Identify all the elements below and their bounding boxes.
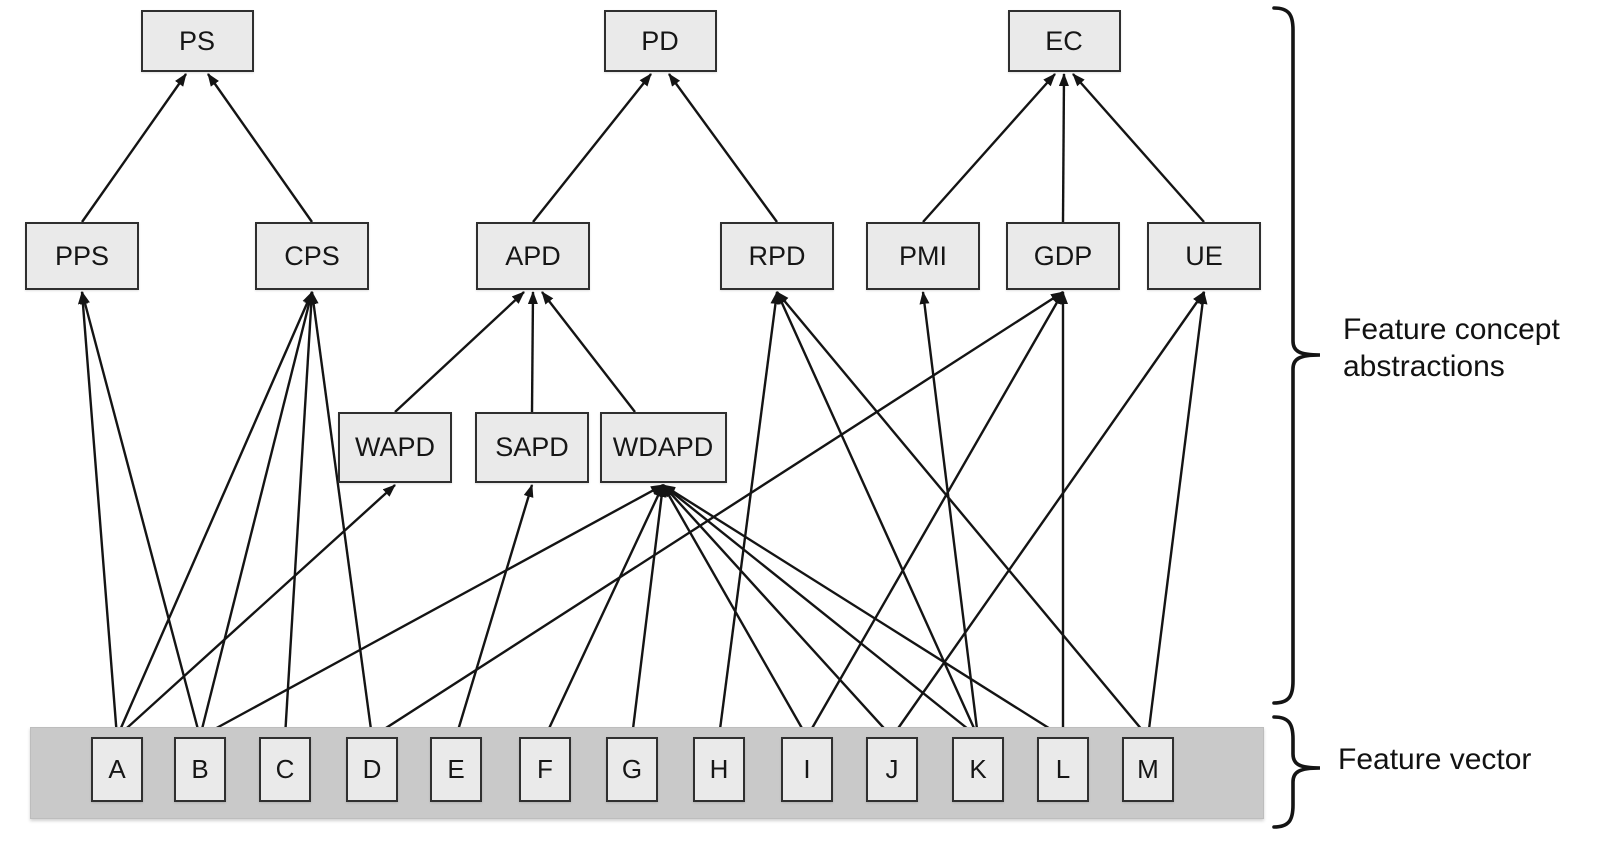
edge-B-WDAPD xyxy=(199,483,664,739)
edge-PPS-PS xyxy=(81,73,187,223)
edge-G-WDAPD xyxy=(630,484,667,738)
edge-B-PPS xyxy=(80,291,202,738)
node-EC: EC xyxy=(1007,10,1121,72)
edge-H-RPD xyxy=(717,291,781,738)
edge-B-CPS xyxy=(198,291,314,738)
brace-group xyxy=(1272,6,1321,829)
edge-C-CPS xyxy=(283,291,317,738)
node-WAPD: WAPD xyxy=(338,412,452,483)
edge-K-RPD xyxy=(775,291,980,738)
edge-GDP-EC xyxy=(1058,73,1069,223)
edge-E-SAPD xyxy=(454,484,534,738)
edge-D-GDP xyxy=(371,290,1064,739)
edge-RPD-PD xyxy=(668,73,778,223)
node-GDP: GDP xyxy=(1006,222,1120,290)
edge-A-CPS xyxy=(115,291,314,738)
edge-group xyxy=(77,73,1208,739)
edge-K-PMI xyxy=(919,291,980,738)
edge-J-WDAPD xyxy=(662,484,893,738)
node-J: J xyxy=(866,737,918,802)
node-SAPD: SAPD xyxy=(475,412,589,483)
node-C: C xyxy=(259,737,311,802)
node-PMI: PMI xyxy=(866,222,980,290)
edge-M-RPD xyxy=(776,291,1149,738)
edge-I-WDAPD xyxy=(661,484,809,738)
node-UE: UE xyxy=(1147,222,1261,290)
node-K: K xyxy=(952,737,1004,802)
node-E: E xyxy=(430,737,482,802)
node-PD: PD xyxy=(603,10,717,72)
edge-K-WDAPD xyxy=(662,484,979,738)
node-WDAPD: WDAPD xyxy=(599,412,727,483)
node-H: H xyxy=(693,737,745,802)
node-A: A xyxy=(91,737,143,802)
edge-WAPD-APD xyxy=(394,291,525,413)
edge-UE-EC xyxy=(1072,73,1205,223)
edge-D-CPS xyxy=(308,291,374,738)
node-F: F xyxy=(519,737,571,802)
edge-SAPD-APD xyxy=(527,291,538,413)
brace-abstractions xyxy=(1272,6,1321,705)
brace-vector xyxy=(1272,715,1321,829)
node-D: D xyxy=(346,737,398,802)
node-RPD: RPD xyxy=(720,222,834,290)
edge-L-WDAPD xyxy=(662,483,1064,739)
feature-concept-abstractions-label: Feature concept abstractions xyxy=(1343,313,1560,383)
node-CPS: CPS xyxy=(255,222,369,290)
edge-APD-PD xyxy=(532,73,652,223)
edge-A-WAPD xyxy=(116,484,396,738)
edge-M-UE xyxy=(1146,291,1208,738)
edge-PMI-EC xyxy=(922,73,1056,223)
node-I: I xyxy=(781,737,833,802)
node-B: B xyxy=(174,737,226,802)
node-PS: PS xyxy=(140,10,254,72)
edge-I-GDP xyxy=(805,291,1065,738)
edge-A-PPS xyxy=(77,291,119,738)
node-APD: APD xyxy=(476,222,590,290)
edge-F-WDAPD xyxy=(543,484,665,738)
edge-WDAPD-APD xyxy=(541,291,636,413)
node-G: G xyxy=(606,737,658,802)
node-PPS: PPS xyxy=(25,222,139,290)
node-L: L xyxy=(1037,737,1089,802)
edge-CPS-PS xyxy=(207,73,313,223)
feature-vector-label: Feature vector xyxy=(1338,743,1532,776)
node-M: M xyxy=(1122,737,1174,802)
